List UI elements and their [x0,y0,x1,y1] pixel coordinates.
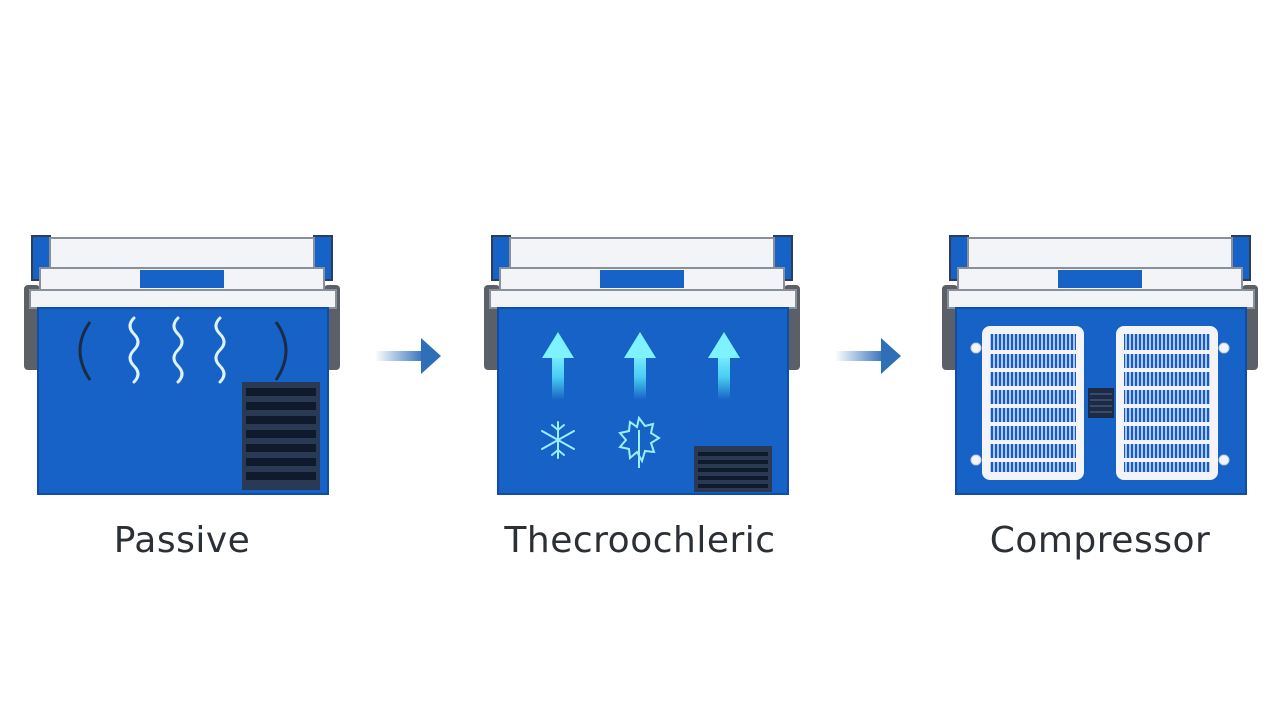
latch [1058,270,1142,288]
cold-air-arrow-icon [542,332,574,400]
latch [140,270,224,288]
latch [600,270,684,288]
thermoelectric-cooler-illustration [484,235,800,495]
condenser-coil-left [970,326,1084,480]
heat-wave-icon [172,316,184,384]
right-bracket [274,321,288,381]
lid-top [967,237,1233,269]
lid-rim [947,289,1255,309]
frost-crystal-icon [618,415,661,464]
thermoelectric-cooler [482,230,802,500]
vent-grille [694,446,772,492]
compressor-unit [1088,388,1114,418]
lid-top [509,237,775,269]
lid-top [49,237,315,269]
condenser-coil-right [1116,326,1230,480]
left-bracket [78,321,92,381]
lid-rim [489,289,797,309]
lid-rim [29,289,337,309]
passive-cooler [22,230,342,500]
compressor-label: Compressor [989,520,1211,561]
arrow-right-icon [835,338,901,374]
arrow-right-icon [375,338,441,374]
vent-grille [242,382,320,490]
compressor-cooler-illustration [942,235,1258,495]
heat-wave-icon [214,316,226,384]
passive-cooler-illustration [24,235,340,495]
snowflake-icon [541,421,575,459]
thermoelectric-label: Thecroochleric [504,520,776,561]
passive-label: Passive [113,520,251,561]
heat-wave-icon [128,316,140,384]
cold-air-arrow-icon [708,332,740,400]
compressor-cooler [940,230,1260,500]
cold-air-arrow-icon [624,332,656,400]
